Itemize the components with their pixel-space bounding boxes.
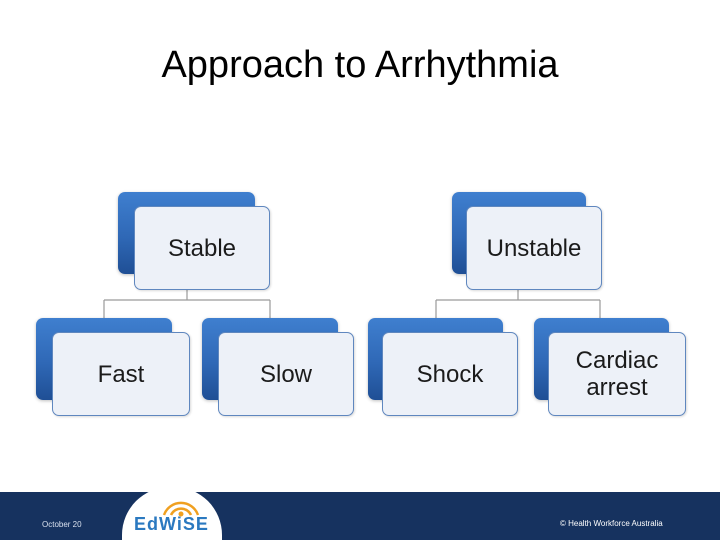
slow-node: Slow — [218, 332, 354, 416]
shock-label: Shock — [416, 360, 484, 388]
wifi-signal-icon — [162, 501, 200, 517]
cardiac-arrest-label-line1: Cardiac — [575, 347, 659, 374]
footer-bar — [0, 492, 720, 540]
stable-node: Stable — [134, 206, 270, 290]
cardiac-arrest-node: Cardiac arrest — [548, 332, 686, 416]
edwise-logo-text: EdWiSE — [134, 514, 209, 534]
stable-label: Stable — [167, 234, 237, 262]
slow-label: Slow — [259, 360, 313, 388]
page-title: Approach to Arrhythmia — [161, 44, 559, 86]
unstable-label: Unstable — [486, 234, 582, 262]
footer-copyright: © Health Workforce Australia — [560, 519, 663, 528]
shock-node: Shock — [382, 332, 518, 416]
footer-date: October 20 — [42, 520, 82, 529]
fast-label: Fast — [97, 360, 145, 388]
cardiac-arrest-label-line2: arrest — [586, 374, 648, 401]
fast-node: Fast — [52, 332, 190, 416]
unstable-node: Unstable — [466, 206, 602, 290]
